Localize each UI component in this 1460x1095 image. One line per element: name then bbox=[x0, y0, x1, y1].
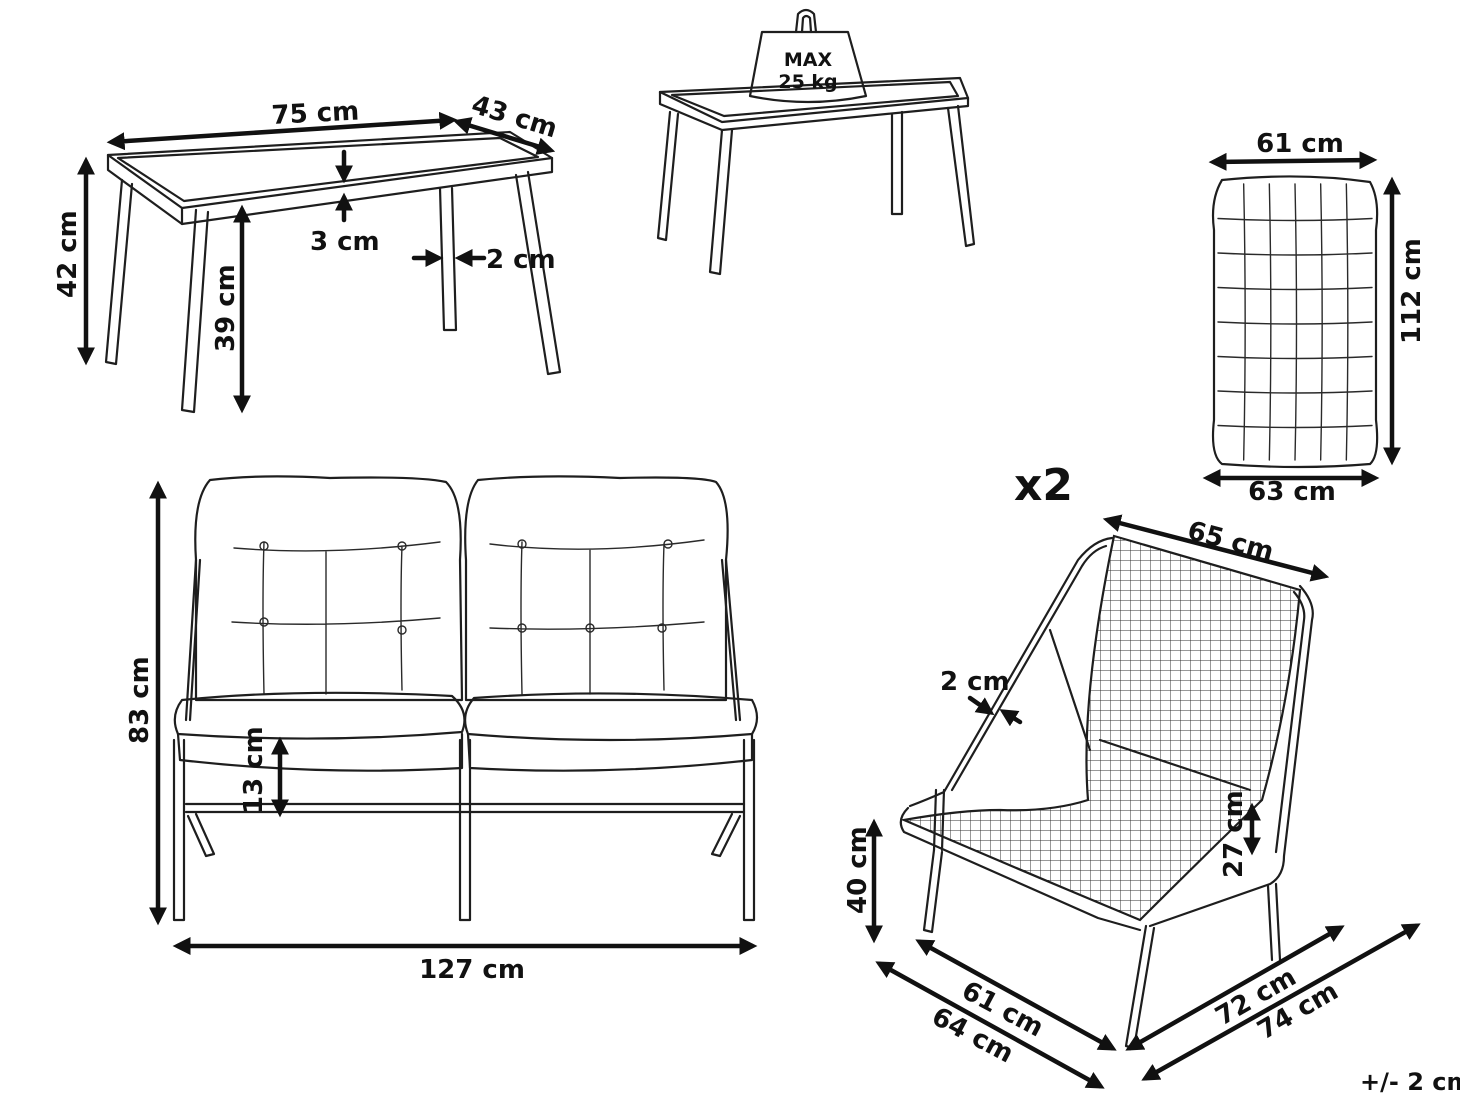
cushion-stitch-line bbox=[1345, 183, 1349, 461]
sofa-height-label: 83 cm bbox=[125, 656, 155, 744]
cushion-bottom-width-label: 63 cm bbox=[1248, 477, 1336, 507]
weight-icon bbox=[748, 8, 868, 104]
cushion-stitch-line bbox=[1217, 252, 1373, 256]
cushion-stitch-line bbox=[1217, 355, 1373, 360]
table-width-label: 75 cm bbox=[271, 96, 360, 131]
table-depth-label: 43 cm bbox=[468, 90, 561, 144]
cushion-length-label: 112 cm bbox=[1397, 238, 1427, 344]
cushion-stitch-line bbox=[1268, 183, 1272, 461]
cushion-outline bbox=[1211, 175, 1379, 469]
table-height-label: 42 cm bbox=[53, 210, 83, 298]
chair-outline bbox=[899, 534, 1314, 1050]
chair-quantity-label: x2 bbox=[1014, 460, 1073, 511]
sofa-width-label: 127 cm bbox=[419, 955, 525, 985]
table-max-load-drawing: MAX 25 kg bbox=[656, 8, 976, 276]
cushion-stitch-line bbox=[1217, 390, 1373, 394]
chair-seat-height-label: 40 cm bbox=[843, 826, 873, 914]
table-top-thickness-label: 3 cm bbox=[310, 227, 380, 257]
chair-frame-thickness-label: 2 cm bbox=[940, 667, 1010, 697]
sofa-seat-gap-label: 13 cm bbox=[239, 726, 269, 814]
max-load-label: MAX bbox=[784, 49, 833, 71]
chair-arm-gap-label: 27 cm bbox=[1219, 790, 1249, 878]
max-load-value: 25 kg bbox=[778, 71, 837, 93]
table-dimension-drawing: 75 cm 43 cm 42 cm 39 cm 3 cm 2 cm bbox=[53, 90, 562, 414]
cushion-stitch-line bbox=[1217, 217, 1373, 222]
cushion-stitch-line bbox=[1319, 183, 1323, 461]
sofa-outline bbox=[172, 475, 759, 922]
cushion-stitch-line bbox=[1294, 183, 1298, 461]
chair-dimension-arrows bbox=[865, 514, 1421, 1089]
sofa-drawing: 83 cm 127 cm 13 cm bbox=[125, 475, 759, 985]
tolerance-note: +/- 2 cm bbox=[1360, 1068, 1460, 1095]
cushion-stitch-line bbox=[1217, 424, 1373, 429]
cushion-stitch-line bbox=[1217, 321, 1373, 325]
cushion-dimension-arrows bbox=[1202, 151, 1401, 487]
cushion-top-width-label: 61 cm bbox=[1256, 129, 1344, 159]
cushion-stitch-line bbox=[1217, 286, 1373, 291]
cushion-stitch-line bbox=[1242, 183, 1246, 461]
cushion-drawing: 61 cm 63 cm 112 cm bbox=[1202, 129, 1427, 507]
table-leg-height-label: 39 cm bbox=[211, 264, 241, 352]
table-leg-thickness-label: 2 cm bbox=[486, 245, 556, 275]
table-dimension-arrows bbox=[77, 111, 556, 414]
sofa-dimension-arrows bbox=[149, 480, 758, 955]
chair-drawing: x2 65 cm 2 cm bbox=[843, 460, 1421, 1089]
table-load-outline bbox=[656, 76, 976, 276]
